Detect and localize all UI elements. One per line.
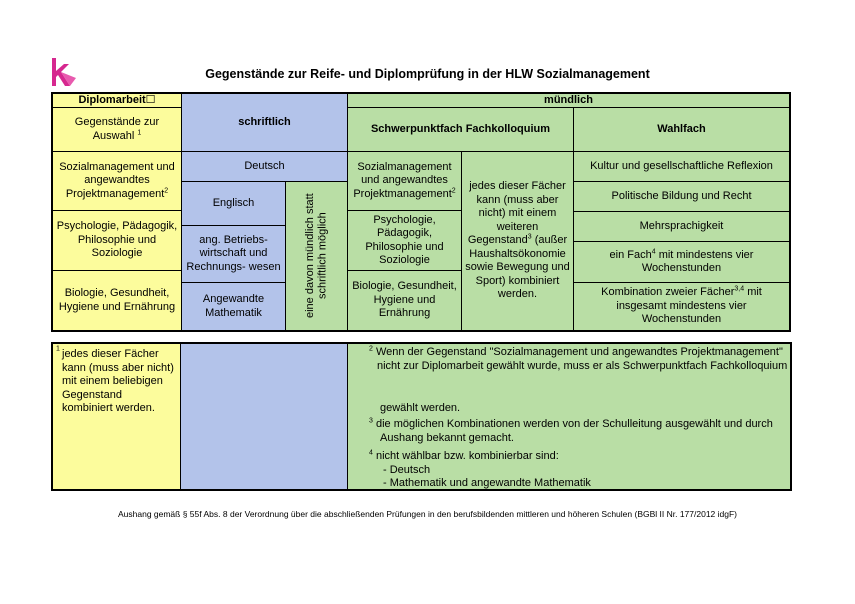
notes-blue-cell	[180, 343, 348, 490]
footnote-1-text: jedes dieser Fächer kann (muss aber nich…	[62, 348, 174, 415]
schwerpunkt-biologie: Biologie, Gesundheit, Hygiene und Ernähr…	[347, 270, 462, 331]
footnote-3-line-2: Aushang bekannt gemacht.	[380, 432, 514, 444]
written-englisch: Englisch	[181, 181, 286, 226]
logo-k-icon	[52, 58, 76, 86]
wahlfach-politische-bildung: Politische Bildung und Recht	[573, 181, 790, 212]
footnote-4-line-1: 4 nicht wählbar bzw. kombinierbar sind:	[369, 449, 559, 462]
footnote-4-item-mathematik: - Mathematik und angewandte Mathematik	[383, 477, 591, 489]
header-schriftlich: schriftlich	[181, 93, 348, 152]
left-item-sozialmanagement: Sozialmanagement und angewandtes Projekt…	[52, 151, 182, 211]
header-wahlfach: Wahlfach	[573, 107, 790, 152]
schwerpunkt-sozialmanagement: Sozialmanagement und angewandtes Projekt…	[347, 151, 462, 211]
written-betriebswirtschaft: ang. Betriebs-wirtschaft und Rechnungs- …	[181, 225, 286, 283]
footer-legal-note: Aushang gemäß § 55f Abs. 8 der Verordnun…	[117, 509, 738, 519]
header-muendlich: mündlich	[347, 93, 790, 108]
written-vertical-note: eine davon mündlich statt schriftlich mö…	[285, 181, 348, 331]
footnote-3-line-1: 3 die möglichen Kombinationen werden von…	[369, 417, 773, 430]
wahlfach-kultur: Kultur und gesellschaftliche Reflexion	[573, 151, 790, 182]
schwerpunkt-combination-note: jedes dieser Fächer kann (muss aber nich…	[461, 151, 574, 331]
footnote-2-line-1: 2 Wenn der Gegenstand "Sozialmanagement …	[369, 345, 783, 358]
footnote-2-line-3: gewählt werden.	[380, 402, 461, 414]
written-deutsch: Deutsch	[181, 151, 348, 182]
header-diplomarbeit: Diplomarbeit☐	[52, 93, 182, 108]
header-schwerpunktfach: Schwerpunktfach Fachkolloquium	[347, 107, 574, 152]
footnote-4-item-deutsch: - Deutsch	[383, 464, 431, 476]
left-item-biologie: Biologie, Gesundheit, Hygiene und Ernähr…	[52, 270, 182, 331]
schwerpunkt-psychologie: Psychologie, Pädagogik, Philosophie und …	[347, 210, 462, 271]
written-mathematik: Angewandte Mathematik	[181, 282, 286, 331]
left-item-psychologie: Psychologie, Pädagogik, Philosophie und …	[52, 210, 182, 271]
wahlfach-mehrsprachigkeit: Mehrsprachigkeit	[573, 211, 790, 242]
header-gegenstaende: Gegenstände zur Auswahl 1	[52, 107, 182, 152]
wahlfach-ein-fach: ein Fach4 mit mindestens vier Wochenstun…	[573, 241, 790, 283]
wahlfach-kombination: Kombination zweier Fächer3,4 mit insgesa…	[573, 282, 790, 331]
page-title: Gegenstände zur Reife- und Diplomprüfung…	[205, 67, 650, 81]
footnote-1: 1	[56, 345, 60, 353]
footnote-2-line-2: nicht zur Diplomarbeit gewählt wurde, mu…	[377, 360, 788, 372]
notes-yellow-cell	[52, 343, 181, 490]
